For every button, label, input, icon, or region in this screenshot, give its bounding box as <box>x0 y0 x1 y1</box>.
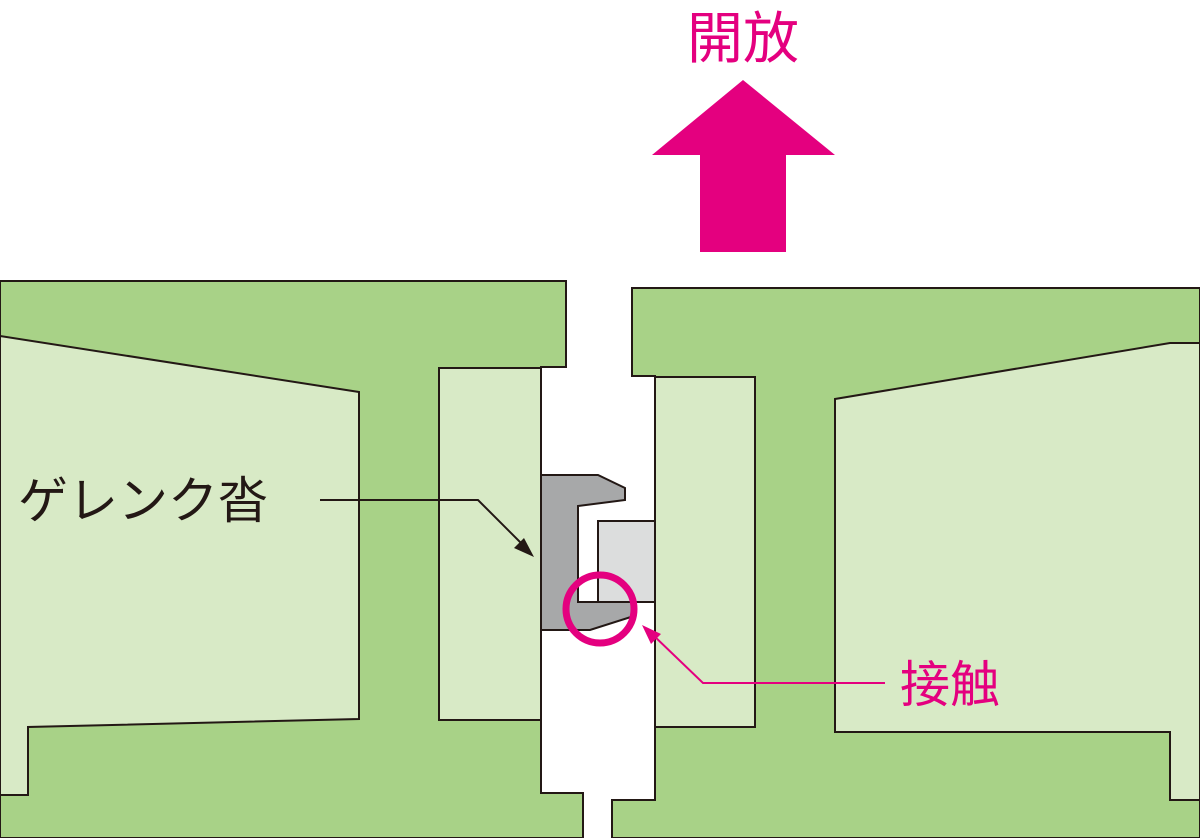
right-girder-inner-panel <box>834 342 1200 801</box>
right-stiffener-plate <box>654 376 756 728</box>
gerenk-shoe-arrowhead <box>514 538 534 557</box>
contact-arrowhead <box>642 625 661 644</box>
contact-circle-icon <box>562 571 638 647</box>
contact-leader-line <box>651 633 885 684</box>
gerenk-shoe-label: ゲレンク沓 <box>18 472 268 530</box>
contact-label: 接触 <box>900 656 1000 714</box>
left-girder-inner-panel <box>0 334 360 796</box>
open-label: 開放 <box>687 7 799 72</box>
open-arrow-up-icon <box>652 80 835 252</box>
gerenk-shoe-leader-line <box>320 499 528 550</box>
